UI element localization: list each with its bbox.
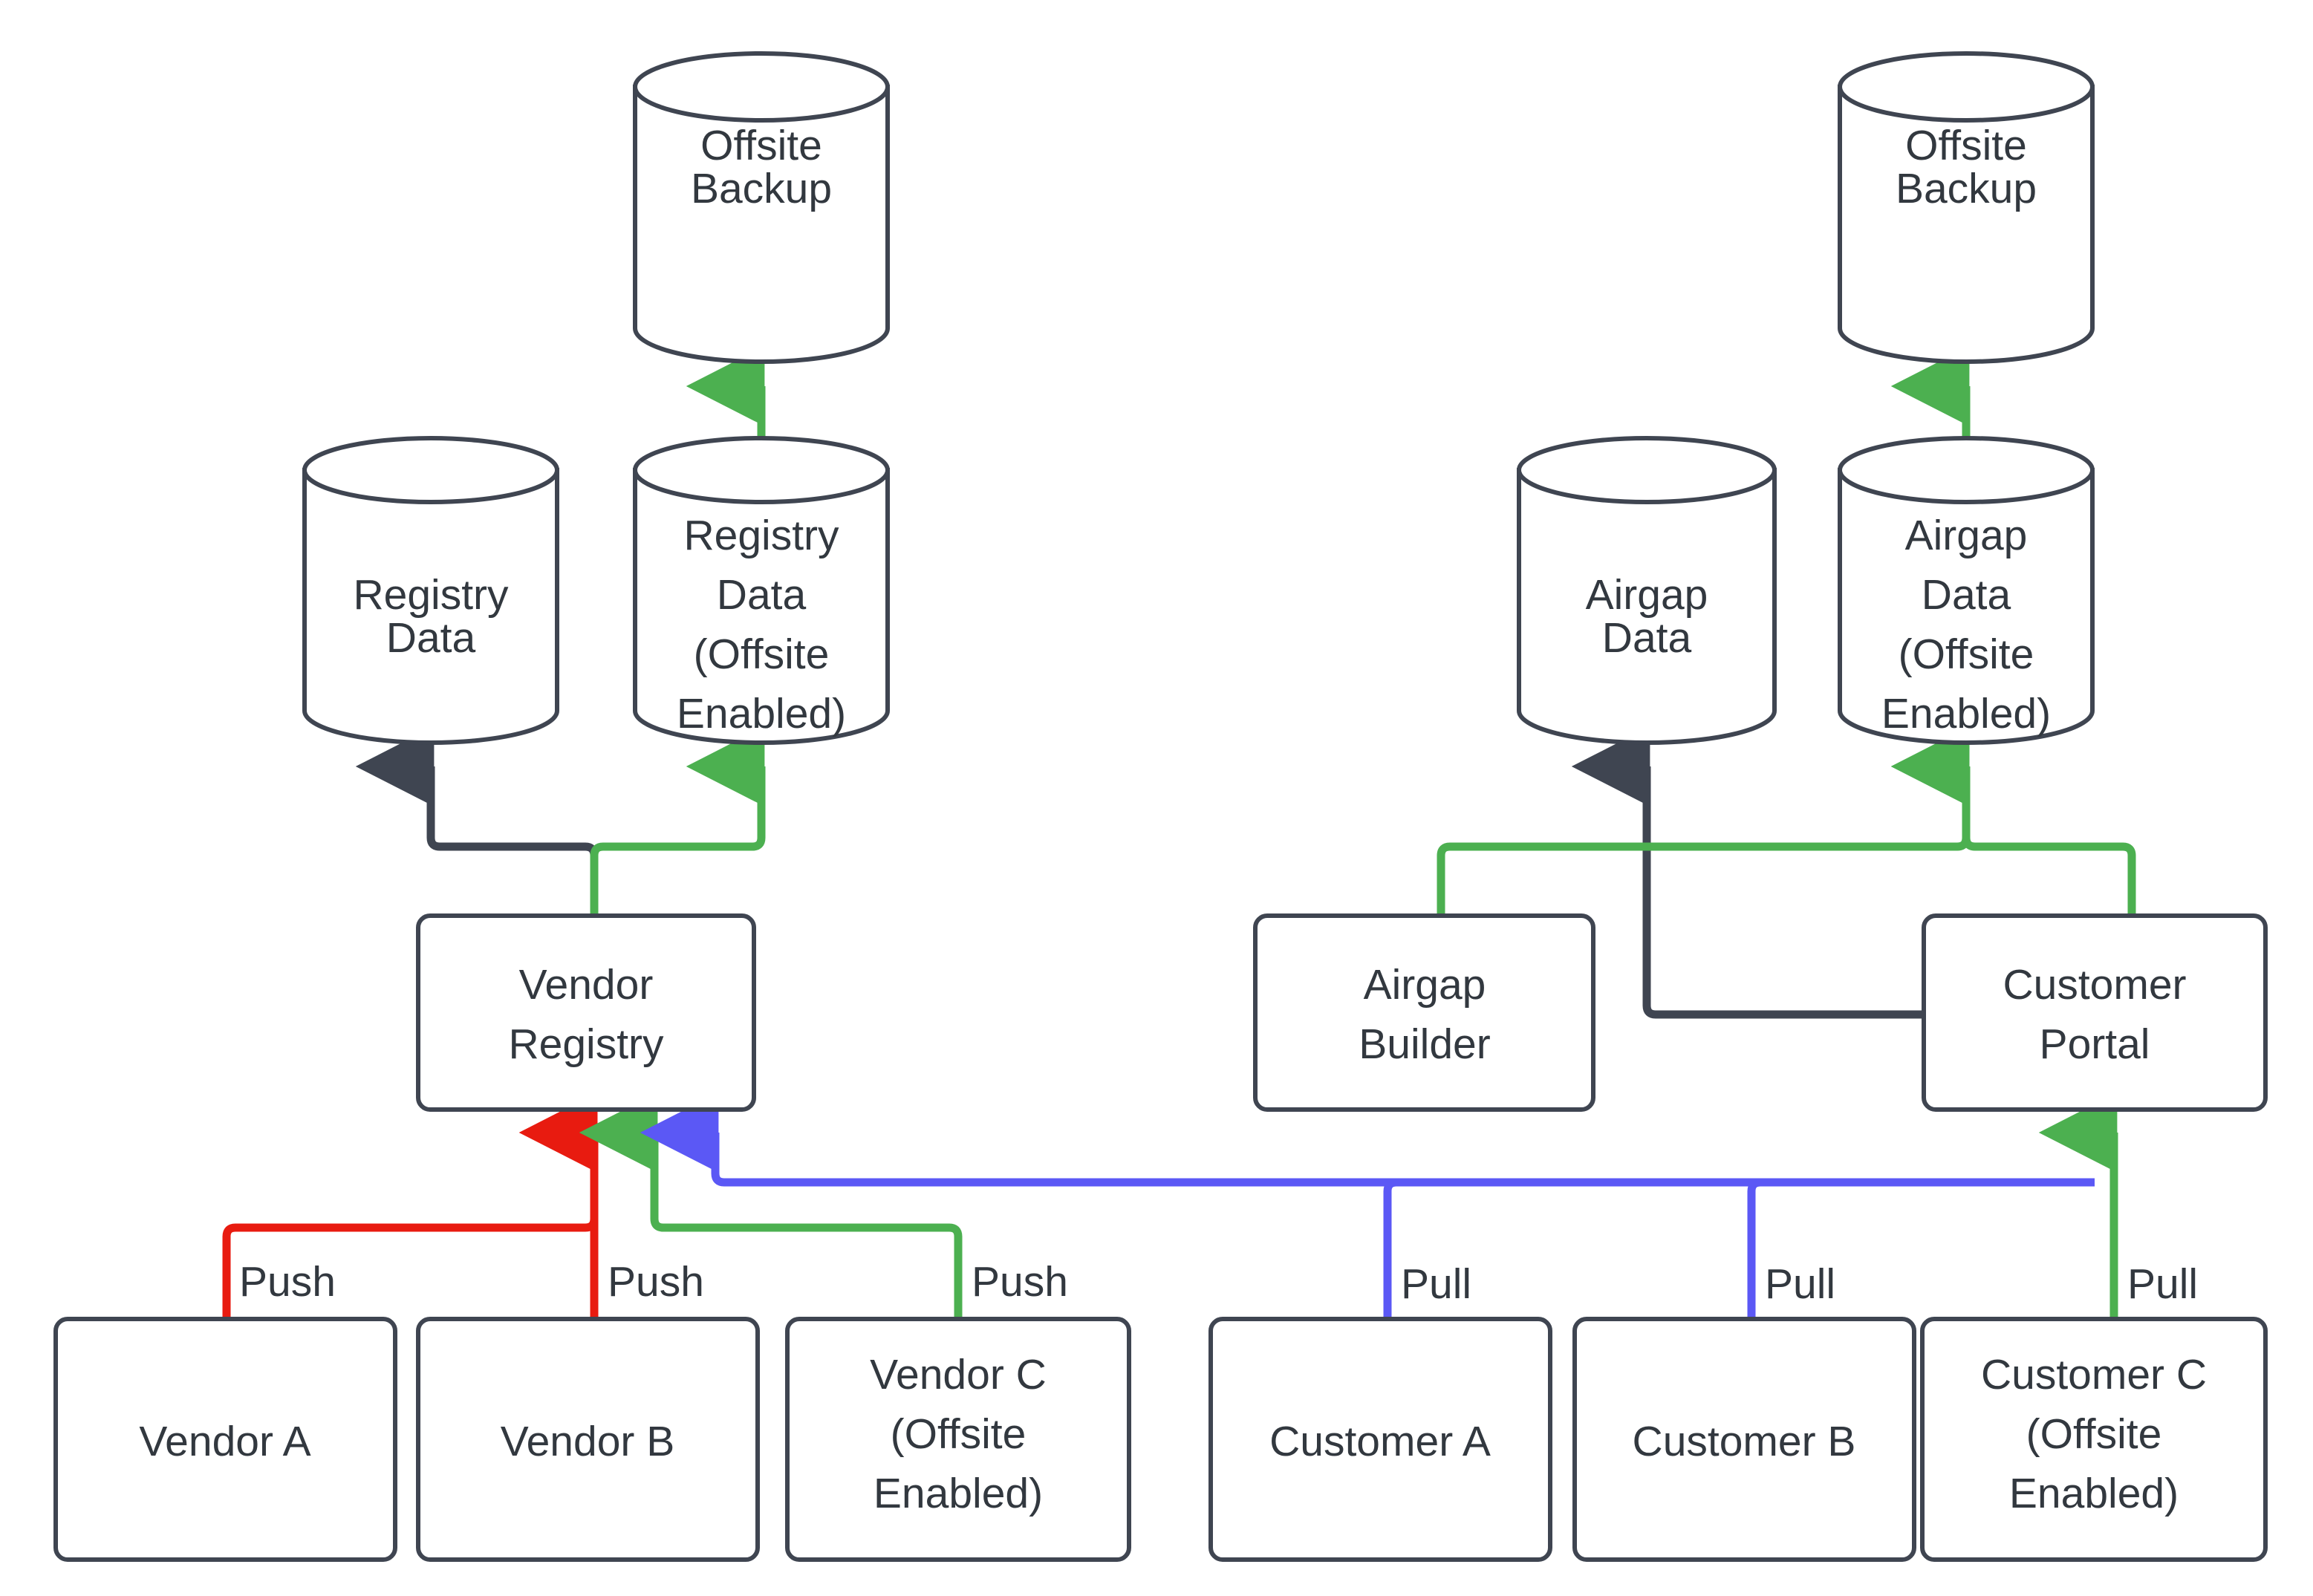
node-label: Offsite <box>1905 122 2027 169</box>
node-label: Data <box>1922 571 2011 619</box>
edge-vendor-registry-to-registry-data <box>355 726 599 916</box>
node-label: Portal <box>2040 1020 2150 1068</box>
node-label: Enabled) <box>2009 1470 2179 1517</box>
node-vendor-c[interactable]: Vendor C (Offsite Enabled) <box>785 1317 1131 1562</box>
node-registry-data-offsite[interactable]: Registry Data (Offsite Enabled) <box>633 436 890 745</box>
node-label: Airgap <box>1586 571 1708 619</box>
node-label: Customer B <box>1633 1418 1856 1465</box>
edge-vendor-registry-to-registry-data-offsite <box>590 726 766 916</box>
node-label: Vendor C <box>870 1351 1047 1398</box>
node-offsite-backup-right[interactable]: Offsite Backup <box>1838 51 2095 364</box>
node-customer-portal[interactable]: Customer Portal <box>1922 913 2268 1112</box>
node-registry-data[interactable]: Registry Registry Data <box>302 400 559 745</box>
node-label: Enabled) <box>874 1470 1043 1517</box>
edge-airgap-builder-to-airgap-data-offsite <box>1437 726 1971 916</box>
node-label: (Offsite <box>1899 631 2034 678</box>
node-label: Backup <box>1896 165 2037 212</box>
node-label: (Offsite <box>2026 1410 2162 1458</box>
node-label: Data <box>1602 614 1692 662</box>
node-label: Registry <box>508 1020 664 1068</box>
node-label: Customer C <box>1981 1351 2207 1398</box>
edge-customer-a-to-customer-portal <box>1383 1178 2095 1319</box>
node-label: Enabled) <box>677 690 846 737</box>
edge-customer-portal-to-airgap-data-offsite <box>1890 726 2136 916</box>
edge-label-pull-customer-c: Pull <box>2127 1260 2198 1308</box>
node-label: Vendor <box>519 961 654 1009</box>
node-label: Offsite <box>700 122 822 169</box>
node-label: Registry <box>353 571 509 619</box>
node-customer-b[interactable]: Customer B <box>1572 1317 1916 1562</box>
node-customer-a[interactable]: Customer A <box>1208 1317 1552 1562</box>
node-label: Vendor B <box>501 1418 675 1465</box>
node-label: Data <box>386 614 476 662</box>
node-label: Vendor A <box>139 1418 310 1465</box>
edge-label-push-vendor-a: Push <box>239 1258 336 1306</box>
edge-customer-portal-to-airgap-data <box>1571 726 1924 1019</box>
node-vendor-registry[interactable]: Vendor Registry <box>416 913 756 1112</box>
node-label: Enabled) <box>1881 690 2051 737</box>
edge-label-push-vendor-b: Push <box>608 1258 704 1306</box>
node-label: Builder <box>1359 1020 1490 1068</box>
node-label: (Offsite <box>694 631 830 678</box>
edge-label-push-vendor-c: Push <box>972 1258 1068 1306</box>
node-vendor-b[interactable]: Vendor B <box>416 1317 760 1562</box>
edge-vendor-c-to-vendor-registry <box>579 1092 963 1319</box>
node-label: (Offsite <box>891 1410 1027 1458</box>
node-label: Customer A <box>1269 1418 1491 1465</box>
edge-label-pull-customer-a: Pull <box>1401 1260 1471 1308</box>
node-offsite-backup-left[interactable]: Offsite Backup <box>633 51 890 364</box>
edge-customer-portal-to-vendor-registry <box>640 1092 2095 1187</box>
node-label: Customer <box>2003 961 2186 1009</box>
edge-label-pull-customer-b: Pull <box>1765 1260 1835 1308</box>
node-airgap-data[interactable]: Airgap Data <box>1517 436 1777 745</box>
node-airgap-data-offsite[interactable]: Airgap Data (Offsite Enabled) <box>1838 436 2095 745</box>
node-label: Airgap <box>1364 961 1486 1009</box>
node-label: Data <box>717 571 807 619</box>
node-label: Registry <box>683 512 839 559</box>
node-airgap-builder[interactable]: Airgap Builder <box>1253 913 1595 1112</box>
node-customer-c[interactable]: Customer C (Offsite Enabled) <box>1920 1317 2268 1562</box>
node-vendor-a[interactable]: Vendor A <box>53 1317 397 1562</box>
node-label: Backup <box>691 165 832 212</box>
node-label: Airgap <box>1905 512 2028 559</box>
